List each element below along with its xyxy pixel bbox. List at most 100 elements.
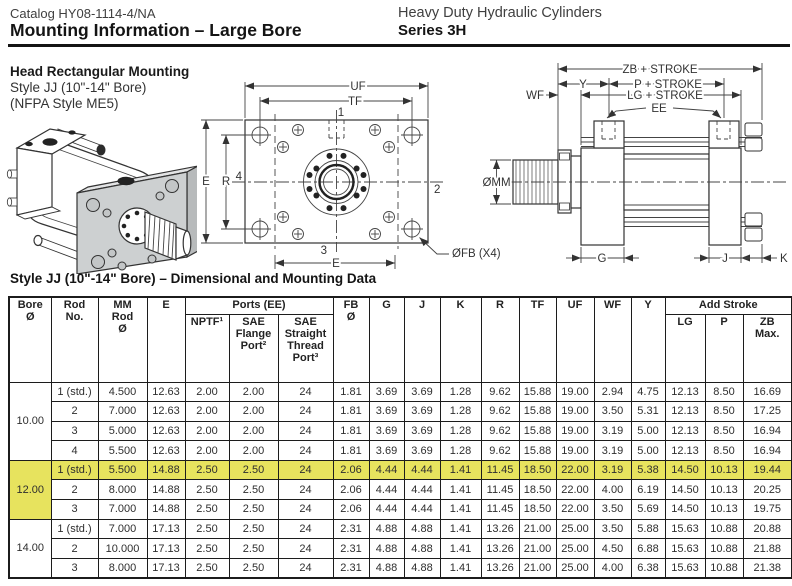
data-cell: 14.50: [664, 499, 706, 520]
data-cell: 5.69: [630, 499, 666, 520]
dim-uf: UF: [350, 81, 365, 93]
data-cell: 14.88: [146, 499, 186, 520]
front-view-drawing: UF TF E R E 1 2 3 4 ØFB (X4): [200, 79, 501, 272]
data-cell: 4.88: [403, 538, 441, 559]
data-cell: 5.500: [97, 459, 148, 481]
data-cell: 1.28: [439, 381, 482, 403]
data-cell: 12.13: [664, 401, 706, 422]
data-cell: 10.88: [704, 557, 744, 579]
dim-r: R: [222, 176, 230, 188]
col-p: P: [704, 313, 744, 383]
data-cell: 8.000: [97, 479, 148, 501]
dim-wf: WF: [526, 90, 544, 102]
data-cell: 2.50: [184, 518, 230, 540]
col-mm-rod: MM Rod Ø: [97, 296, 148, 383]
data-cell: 15.88: [518, 381, 557, 403]
data-cell: 17.25: [742, 401, 792, 422]
col-rod-no: Rod No.: [50, 296, 99, 383]
col-k: K: [439, 296, 482, 383]
data-cell: 4.44: [368, 459, 405, 481]
data-cell: 1.41: [439, 479, 482, 501]
data-cell: 3.69: [368, 401, 405, 422]
data-cell: 14.88: [146, 459, 186, 481]
data-cell: 15.88: [518, 440, 557, 461]
data-cell: 19.75: [742, 499, 792, 520]
data-cell: 10.000: [97, 538, 148, 559]
data-cell: 3.69: [368, 440, 405, 461]
data-cell: 3.69: [403, 440, 441, 461]
data-cell: 2.00: [228, 401, 279, 422]
data-cell: 11.45: [480, 459, 520, 481]
data-cell: 8.50: [704, 420, 744, 442]
data-cell: 12.13: [664, 440, 706, 461]
data-cell: 3.50: [593, 401, 632, 422]
data-cell: 3.50: [593, 518, 632, 540]
col-sae-flange: SAE Flange Port²: [228, 313, 279, 383]
data-cell: 16.69: [742, 381, 792, 403]
data-cell: 18.50: [518, 459, 557, 481]
data-cell: 2.00: [228, 381, 279, 403]
data-cell: 2.00: [184, 420, 230, 442]
dim-j: J: [722, 253, 728, 265]
data-cell: 4.88: [403, 557, 441, 579]
col-sae-straight: SAE Straight Thread Port³: [277, 313, 334, 383]
series-label: Series 3H: [398, 22, 467, 39]
table-heading: Style JJ (10"-14" Bore) – Dimensional an…: [10, 271, 377, 286]
col-nptf: NPTF¹: [184, 313, 230, 383]
data-cell: 1.81: [332, 440, 370, 461]
data-cell: 2.50: [184, 459, 230, 481]
data-cell: 4.44: [403, 499, 441, 520]
data-cell: 12.63: [146, 420, 186, 442]
data-cell: 1.81: [332, 381, 370, 403]
data-cell: 2.00: [184, 381, 230, 403]
data-cell: 4.44: [403, 479, 441, 501]
data-cell: 24: [277, 518, 334, 540]
data-cell: 16.94: [742, 440, 792, 461]
data-cell: 24: [277, 401, 334, 422]
data-cell: 2.31: [332, 518, 370, 540]
data-cell: 7.000: [97, 518, 148, 540]
data-cell: 14.88: [146, 479, 186, 501]
dim-k: K: [780, 253, 788, 265]
data-cell: 4.88: [368, 518, 405, 540]
data-cell: 4.88: [368, 557, 405, 579]
col-r: R: [480, 296, 520, 383]
data-cell: 21.38: [742, 557, 792, 579]
data-cell: 4.44: [403, 459, 441, 481]
data-cell: 1.41: [439, 557, 482, 579]
data-cell: 2: [50, 401, 99, 422]
data-cell: 14.50: [664, 479, 706, 501]
data-cell: 5.00: [630, 440, 666, 461]
data-cell: 19.00: [555, 440, 595, 461]
data-cell: 2.50: [184, 479, 230, 501]
data-cell: 5.00: [630, 420, 666, 442]
data-cell: 12.63: [146, 381, 186, 403]
data-cell: 5.88: [630, 518, 666, 540]
data-cell: 19.00: [555, 401, 595, 422]
data-cell: 2.00: [228, 420, 279, 442]
data-cell: 7.000: [97, 401, 148, 422]
mounting-style-line1: Head Rectangular Mounting: [10, 64, 190, 79]
data-cell: 4.50: [593, 538, 632, 559]
data-cell: 3: [50, 499, 99, 520]
data-cell: 15.63: [664, 518, 706, 540]
data-cell: 13.26: [480, 518, 520, 540]
data-cell: 12.13: [664, 381, 706, 403]
data-cell: 17.13: [146, 538, 186, 559]
data-cell: 5.500: [97, 440, 148, 461]
data-cell: 24: [277, 538, 334, 559]
data-cell: 15.63: [664, 557, 706, 579]
col-wf: WF: [593, 296, 632, 383]
data-cell: 1.41: [439, 499, 482, 520]
data-cell: 20.25: [742, 479, 792, 501]
data-cell: 10.13: [704, 479, 744, 501]
data-cell: 2.94: [593, 381, 632, 403]
dimension-table: Bore Ø Rod No. MM Rod Ø E Ports (EE) FB …: [8, 296, 792, 579]
